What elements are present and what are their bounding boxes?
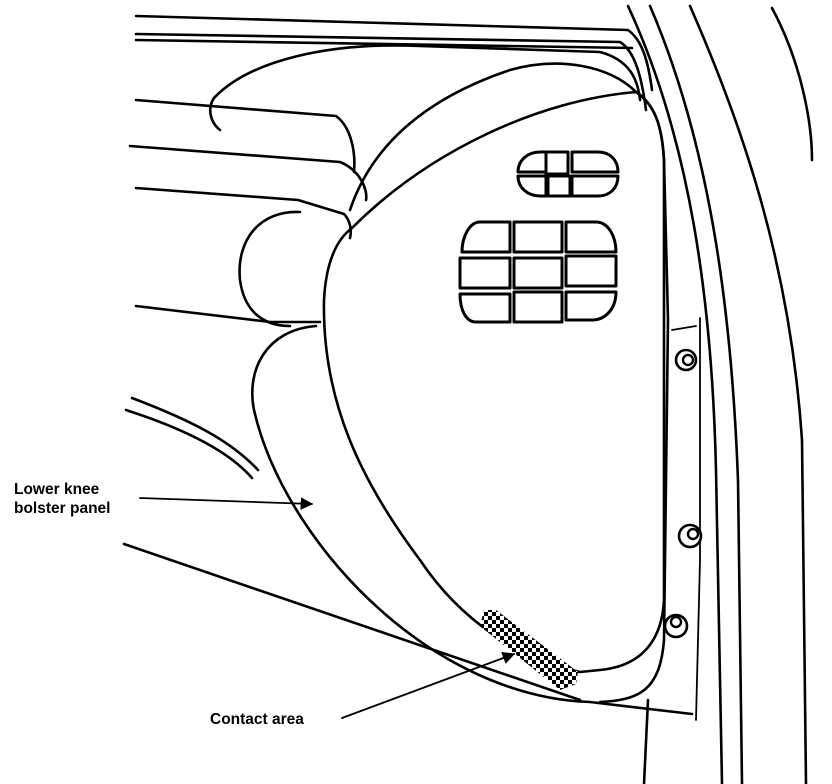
lower-vent-grille — [458, 220, 618, 324]
bolt-upper — [674, 348, 698, 372]
knee-bolster-label-line1: Lower knee — [14, 481, 100, 498]
upper-vent-grille — [516, 150, 620, 198]
contact-area-hatch — [480, 610, 578, 690]
bolt-middle — [677, 523, 703, 549]
fastener-bolts — [663, 348, 703, 639]
dash-top — [134, 14, 654, 112]
bolt-lower — [663, 613, 689, 639]
knee-bolster-label-line2: bolster panel — [14, 500, 111, 517]
bolster-trim — [251, 62, 694, 784]
dash-lower-edge — [122, 542, 582, 702]
contact-area-arrow — [341, 652, 516, 719]
door-pillar-lines — [626, 4, 814, 784]
dash-surfaces — [124, 44, 642, 480]
knee-bolster-panel — [322, 90, 666, 674]
knee-bolster-label: Lower knee bolster panel — [14, 480, 110, 518]
knee-bolster-arrow — [139, 497, 314, 510]
contact-area-label: Contact area — [210, 711, 304, 728]
